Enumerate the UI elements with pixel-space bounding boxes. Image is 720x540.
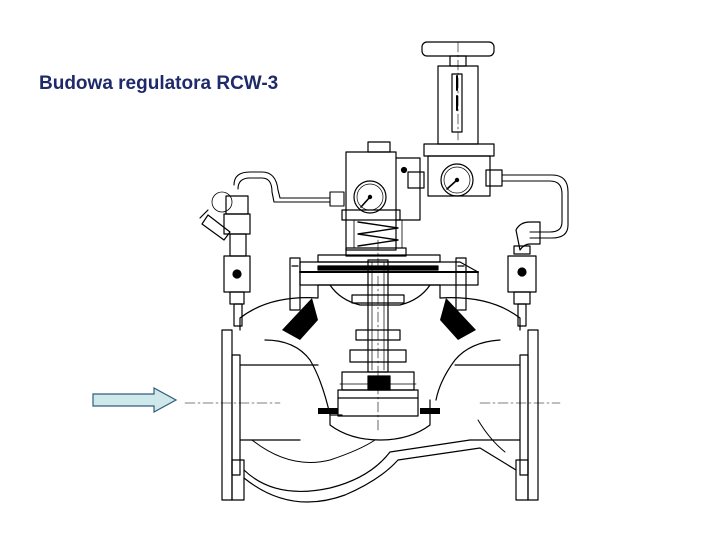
flow-direction-arrow — [92, 387, 178, 413]
guide-rods — [289, 257, 467, 311]
valve-body — [221, 284, 539, 503]
right-fittings — [407, 169, 503, 189]
pressure-gauge-right — [440, 163, 474, 197]
detail-marker-circle — [211, 191, 233, 213]
pilot-spring-column — [423, 65, 495, 197]
valve-stem — [349, 259, 407, 373]
left-filter — [199, 195, 251, 257]
right-needle-valve — [507, 255, 537, 327]
slide-title: Budowa regulatora RCW-3 — [39, 73, 279, 94]
left-needle-valve — [223, 255, 251, 327]
valve-plug — [337, 371, 419, 417]
right-elbow — [513, 221, 541, 255]
pressure-gauge-left — [353, 166, 408, 214]
pilot-assembly — [341, 141, 421, 257]
impulse-tubing — [233, 171, 569, 239]
